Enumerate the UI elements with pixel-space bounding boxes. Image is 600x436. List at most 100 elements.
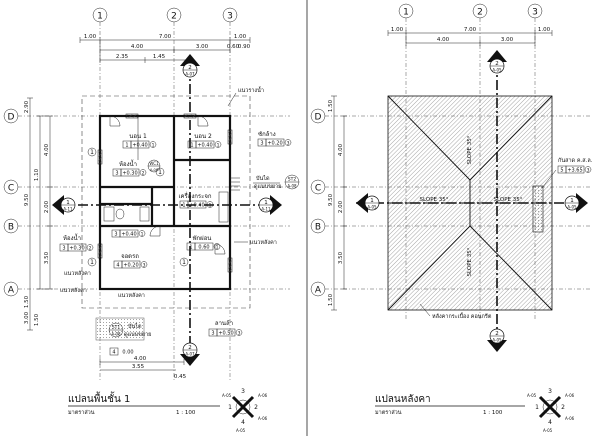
- callout-mark: 3: [587, 168, 590, 174]
- dim-text: 7.00: [159, 34, 172, 40]
- room-hall: เครื่องกระจก 1 +0.40 1: [178, 192, 214, 209]
- grid-label: A: [8, 286, 15, 296]
- room-mark: 3: [238, 331, 241, 337]
- dim-text: 9.50: [24, 193, 30, 206]
- key-num: 3: [241, 388, 245, 395]
- key-ref: A-05: [236, 428, 246, 433]
- key-num: 1: [228, 404, 232, 411]
- room-level: +0.20: [123, 263, 138, 269]
- section-ref: A-07: [185, 72, 195, 77]
- grid-label: C: [8, 184, 14, 194]
- stair-tag-st2: บันได ดูแบบขยาย ST2 A-08: [253, 174, 300, 190]
- plan-title: แปลนพื้นชั้น 1: [68, 391, 130, 405]
- section-marker-bottom: 2 A-07: [180, 342, 200, 366]
- room-code: 1: [182, 203, 185, 209]
- grid-label: 3: [532, 8, 538, 18]
- room-name: ห้องน้ำ: [63, 232, 81, 242]
- wc-sheet: A-09: [150, 168, 159, 172]
- note-text: แนวหลังคา: [118, 292, 145, 299]
- key-num: 4: [241, 419, 245, 426]
- section-ref: A-07: [185, 352, 195, 357]
- room-code: 1: [189, 245, 192, 251]
- grid-label: B: [315, 223, 321, 233]
- dim-text: 4.00: [44, 143, 50, 156]
- plan-title-block: แปลนพื้นชั้น 1 มาตราส่วน 1 : 100: [68, 391, 220, 416]
- room-bed2: นอน 2 1 +0.40 1: [187, 133, 222, 149]
- dim-text: 1.00: [391, 27, 404, 33]
- dim-text: 2.90: [24, 100, 30, 113]
- key-num: 1: [535, 404, 539, 411]
- room-name: ซักล้าง: [258, 131, 276, 138]
- dim-text: 0.45: [174, 374, 187, 380]
- section-num: 2: [188, 65, 192, 71]
- room-name: เครื่องกระจก: [178, 192, 211, 200]
- grid-column-3: 3: [222, 7, 238, 380]
- room-name: พักผ่อน: [193, 235, 212, 242]
- roof-subtitle: มาตราส่วน: [375, 409, 402, 416]
- room-mark: 3: [143, 263, 146, 269]
- stair-label: บันได: [256, 175, 270, 182]
- dim-text: 4.00: [134, 356, 147, 362]
- stair-tag-st1: ST1 A-08 บันได ดูแบบขยาย: [108, 322, 151, 338]
- section-marker-right: 1 A-11: [258, 195, 282, 215]
- note-text: แนวหลังคา: [64, 270, 91, 277]
- room-rear: ลานล้า 3 +0.50 3: [208, 320, 243, 337]
- note-text: แนวหลังคา: [60, 287, 87, 294]
- roof-left-dimensions: 1.50 4.00 9.50 2.00 3.50 1.50: [328, 95, 347, 311]
- room-level: +0.20: [267, 141, 282, 147]
- key-num: 2: [254, 404, 258, 411]
- slope-labels: SLOPE 35° SLOPE 35° SLOPE 35° SLOPE 35°: [420, 135, 523, 276]
- roof-outline: [81, 95, 251, 309]
- section-ref: A-05: [492, 338, 502, 343]
- room-bath: ห้องน้ำ 3 +0.30 2: [112, 158, 147, 177]
- room-code: 3: [211, 331, 214, 337]
- dim-text: 3.50: [338, 251, 344, 264]
- callout-text: กันสาด ค.ส.ล.: [558, 157, 593, 164]
- room-marks: 1 1 1 1: [87, 147, 189, 267]
- roof-callout: กันสาด ค.ส.ล. 5 +3.65 3: [541, 157, 593, 189]
- grid-label: 2: [477, 8, 483, 18]
- grid-column-2: 2: [166, 7, 182, 380]
- key-ref: A-06: [258, 416, 268, 421]
- room-toilet2: ห้องน้ำ 3 +0.30 2: [59, 232, 94, 252]
- roof-section-cuts: [356, 62, 566, 340]
- room-code: 3: [62, 246, 65, 252]
- roof-note: หลังคากระเบื้อง คอนกรีต: [419, 303, 492, 320]
- slope-text: SLOPE 35°: [420, 197, 449, 203]
- section-num: 1: [370, 198, 374, 204]
- roof-section-marker-right: 1 A-05: [564, 193, 588, 213]
- section-num: 2: [495, 331, 499, 337]
- grid-label: D: [8, 113, 15, 123]
- key-symbol-a: 3 1 2 4 A-06 A-05 A-06 A-05: [222, 388, 268, 433]
- stair-c3: [230, 177, 240, 191]
- key-ref: A-06: [258, 393, 268, 398]
- room-mark: 2: [89, 246, 92, 252]
- room-mark: 1: [141, 232, 144, 238]
- room-code: 1: [190, 143, 193, 149]
- stair-ref: ST1: [112, 325, 121, 331]
- room-name: นอน 2: [194, 133, 212, 140]
- dim-text: 7.00: [464, 27, 477, 33]
- key-ref: A-06: [565, 416, 575, 421]
- stair-sheet: A-08: [111, 332, 121, 337]
- room-mark: 1: [182, 259, 186, 266]
- room-name: นอน 1: [129, 133, 147, 140]
- grid-label: B: [8, 223, 14, 233]
- roof-title: แปลนหลังคา: [375, 394, 431, 405]
- dim-text: 2.00: [44, 200, 50, 213]
- room-mark: 1: [217, 143, 220, 149]
- section-ref: A-05: [567, 205, 577, 210]
- room-level: +0.50: [218, 331, 233, 337]
- wc-code: WC1: [149, 161, 159, 166]
- room-mark: 1: [152, 143, 155, 149]
- plan-subtitle: มาตราส่วน: [68, 409, 95, 416]
- dim-text: 0.60: [227, 44, 240, 50]
- top-dimensions: 1.00 7.00 1.00 4.00 3.00 0.60 0.90 2.35 …: [79, 34, 251, 63]
- section-ref: A-05: [492, 68, 502, 73]
- callout-code: 5: [560, 168, 563, 174]
- level-code: 4: [112, 350, 115, 356]
- stair-sub: ดูแบบขยาย: [124, 332, 151, 338]
- room-name: จอดรถ: [121, 253, 139, 260]
- dim-text: 0.90: [238, 44, 251, 50]
